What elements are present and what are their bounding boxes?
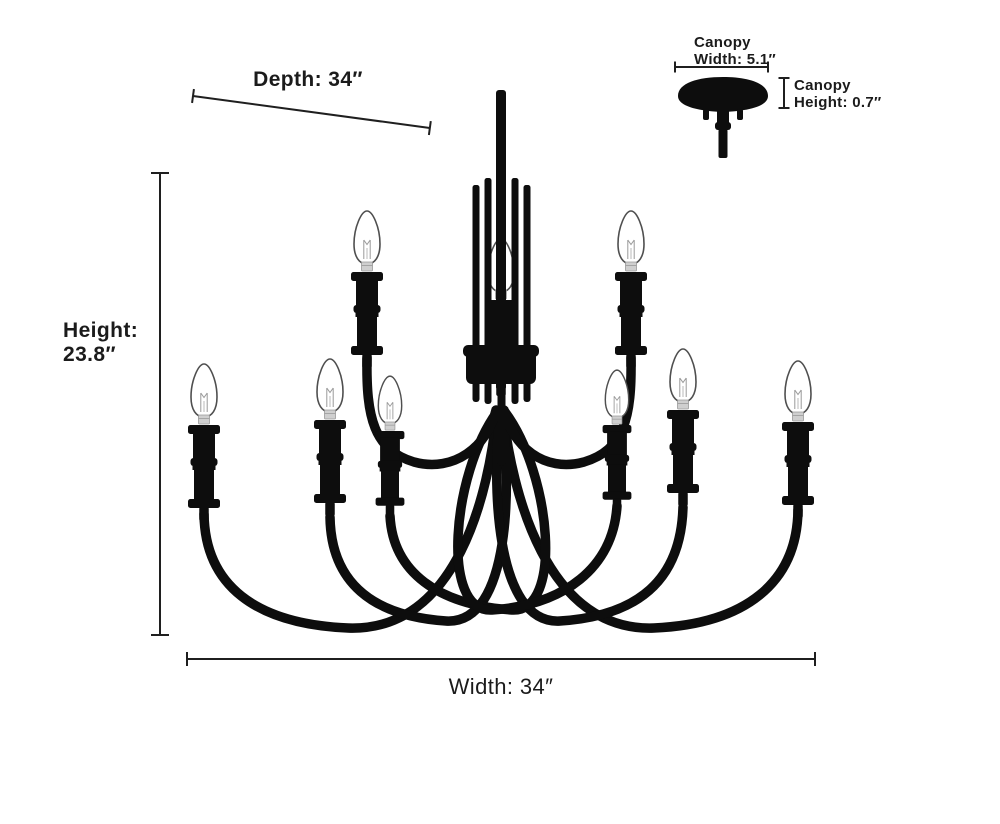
- arm-lower-outer-right: [498, 407, 803, 633]
- chandelier-arms: [199, 353, 803, 633]
- canopy-knuckle: [715, 122, 731, 130]
- column-rods: [472, 90, 531, 396]
- depth-dimension-line: [192, 95, 430, 130]
- depth-dimension-tick-end: [427, 120, 432, 136]
- canopy-height-dimension: Canopy Height: 0.7″: [778, 77, 881, 111]
- candle-light-inner-left: [374, 375, 406, 519]
- height-dimension: Height: 23.8″: [63, 172, 169, 636]
- column-hub: [463, 345, 539, 466]
- candle-light-upper-right: [614, 210, 648, 369]
- candle-light-upper-left: [350, 210, 384, 369]
- arm-lower-mid-left: [325, 409, 512, 626]
- candle-light-inner-right: [601, 369, 633, 513]
- arm-lower-inner-right: [453, 407, 622, 615]
- chandelier-column: [463, 90, 539, 466]
- arm-upper-left: [362, 353, 501, 470]
- width-label: Width: 34″: [449, 674, 554, 699]
- canopy-dome: [678, 77, 768, 112]
- candle-light-outer-right: [781, 360, 815, 519]
- canopy-prong-right: [737, 109, 743, 120]
- canopy-width-label-line2: Width: 5.1″: [694, 51, 776, 68]
- candle-light-mid-right: [666, 348, 700, 507]
- arm-lower-outer-left: [199, 407, 502, 633]
- canopy-prong-left: [703, 109, 709, 120]
- canopy-illustration: [678, 77, 768, 158]
- depth-dimension-tick-start: [191, 88, 195, 104]
- canopy-height-label-line1: Canopy: [794, 77, 851, 94]
- depth-dimension: Depth: 34″: [191, 68, 432, 136]
- candle-light-mid-left: [313, 358, 347, 517]
- height-label-line2: 23.8″: [63, 343, 116, 366]
- canopy-downrod: [718, 129, 728, 158]
- canopy-width-dimension: Canopy Width: 5.1″: [674, 34, 776, 73]
- canopy-height-label-line2: Height: 0.7″: [794, 94, 881, 111]
- depth-label: Depth: 34″: [253, 68, 363, 91]
- height-label-line1: Height:: [63, 319, 138, 342]
- canopy-width-label-line1: Canopy: [694, 34, 751, 51]
- width-dimension: Width: 34″: [186, 652, 816, 699]
- chandelier-illustration: [187, 90, 815, 633]
- candle-light-outer-left: [187, 363, 221, 522]
- canopy-stem: [717, 111, 729, 124]
- arm-lower-mid-right: [491, 409, 688, 626]
